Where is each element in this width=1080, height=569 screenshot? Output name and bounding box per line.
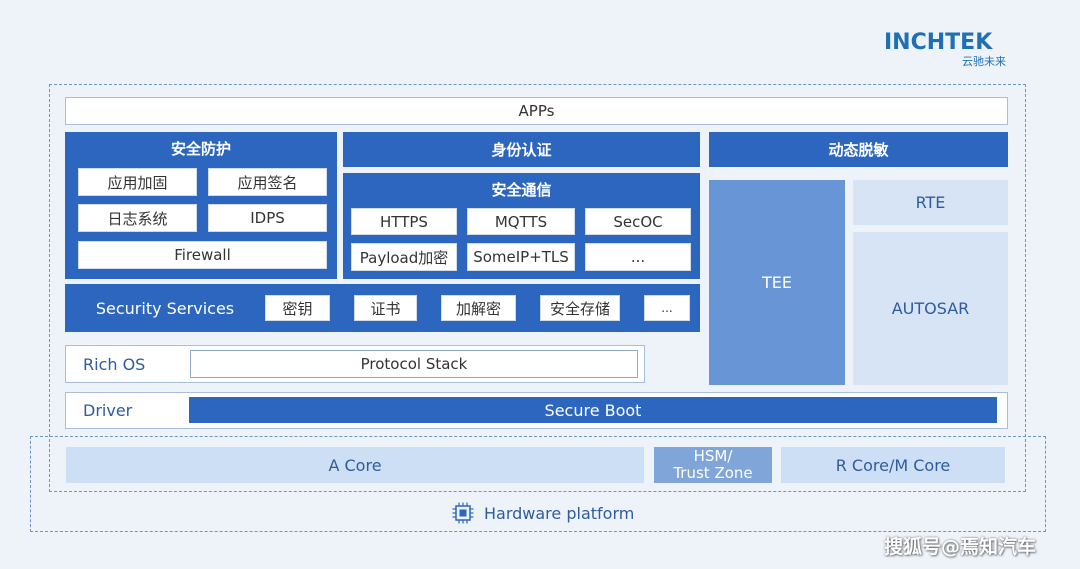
key-item: 密钥 — [265, 295, 330, 321]
secure-boot-bar: Secure Boot — [189, 397, 997, 423]
rich-os-label: Rich OS — [83, 354, 146, 374]
identity-auth-block: 身份认证 — [343, 132, 700, 167]
security-protection-title: 安全防护 — [170, 139, 231, 158]
secure-comm-title: 安全通信 — [491, 180, 552, 199]
encrypt-decrypt-item: 加解密 — [441, 295, 516, 321]
hardware-platform-frame — [30, 436, 1046, 532]
certificate-item: 证书 — [354, 295, 417, 321]
tee-block: TEE — [709, 180, 845, 385]
secoc-item: SecOC — [585, 208, 691, 235]
secure-storage-item: 安全存储 — [540, 295, 620, 321]
hardware-platform-caption: Hardware platform — [452, 500, 634, 526]
mqtts-item: MQTTS — [467, 208, 575, 235]
https-item: HTTPS — [351, 208, 457, 235]
chip-icon — [452, 502, 474, 524]
security-services-title: Security Services — [95, 298, 235, 318]
hsm-trust-zone-block: HSM/ Trust Zone — [654, 447, 772, 483]
trust-zone-label: Trust Zone — [673, 464, 753, 482]
dynamic-desensitization-block: 动态脱敏 — [709, 132, 1008, 167]
logo-wordmark: INCHTEK — [884, 30, 993, 55]
hsm-label: HSM/ — [693, 447, 733, 465]
more-services-item: ... — [644, 295, 690, 321]
driver-label: Driver — [83, 401, 133, 420]
idps-item: IDPS — [208, 204, 327, 232]
rte-block: RTE — [853, 180, 1008, 225]
payload-encryption-item: Payload加密 — [351, 243, 457, 271]
r-core-m-core-block: R Core/M Core — [781, 447, 1005, 483]
more-comm-item: ... — [585, 243, 691, 271]
logo-subtitle: 云驰未来 — [962, 55, 1006, 68]
someip-tls-item: SomeIP+TLS — [467, 243, 575, 271]
app-hardening-item: 应用加固 — [78, 168, 197, 196]
protocol-stack-box: Protocol Stack — [190, 350, 638, 378]
hardware-platform-label: Hardware platform — [484, 503, 635, 523]
autosar-block: AUTOSAR — [853, 232, 1008, 385]
log-system-item: 日志系统 — [78, 204, 197, 232]
a-core-block: A Core — [66, 447, 644, 483]
watermark: 搜狐号@焉知汽车 — [884, 536, 1037, 558]
app-signing-item: 应用签名 — [208, 168, 327, 196]
inchtek-logo: INCHTEK 云驰未来 — [884, 30, 1014, 70]
apps-layer: APPs — [65, 97, 1008, 125]
software-stack-frame — [49, 84, 1026, 492]
firewall-item: Firewall — [78, 241, 327, 269]
